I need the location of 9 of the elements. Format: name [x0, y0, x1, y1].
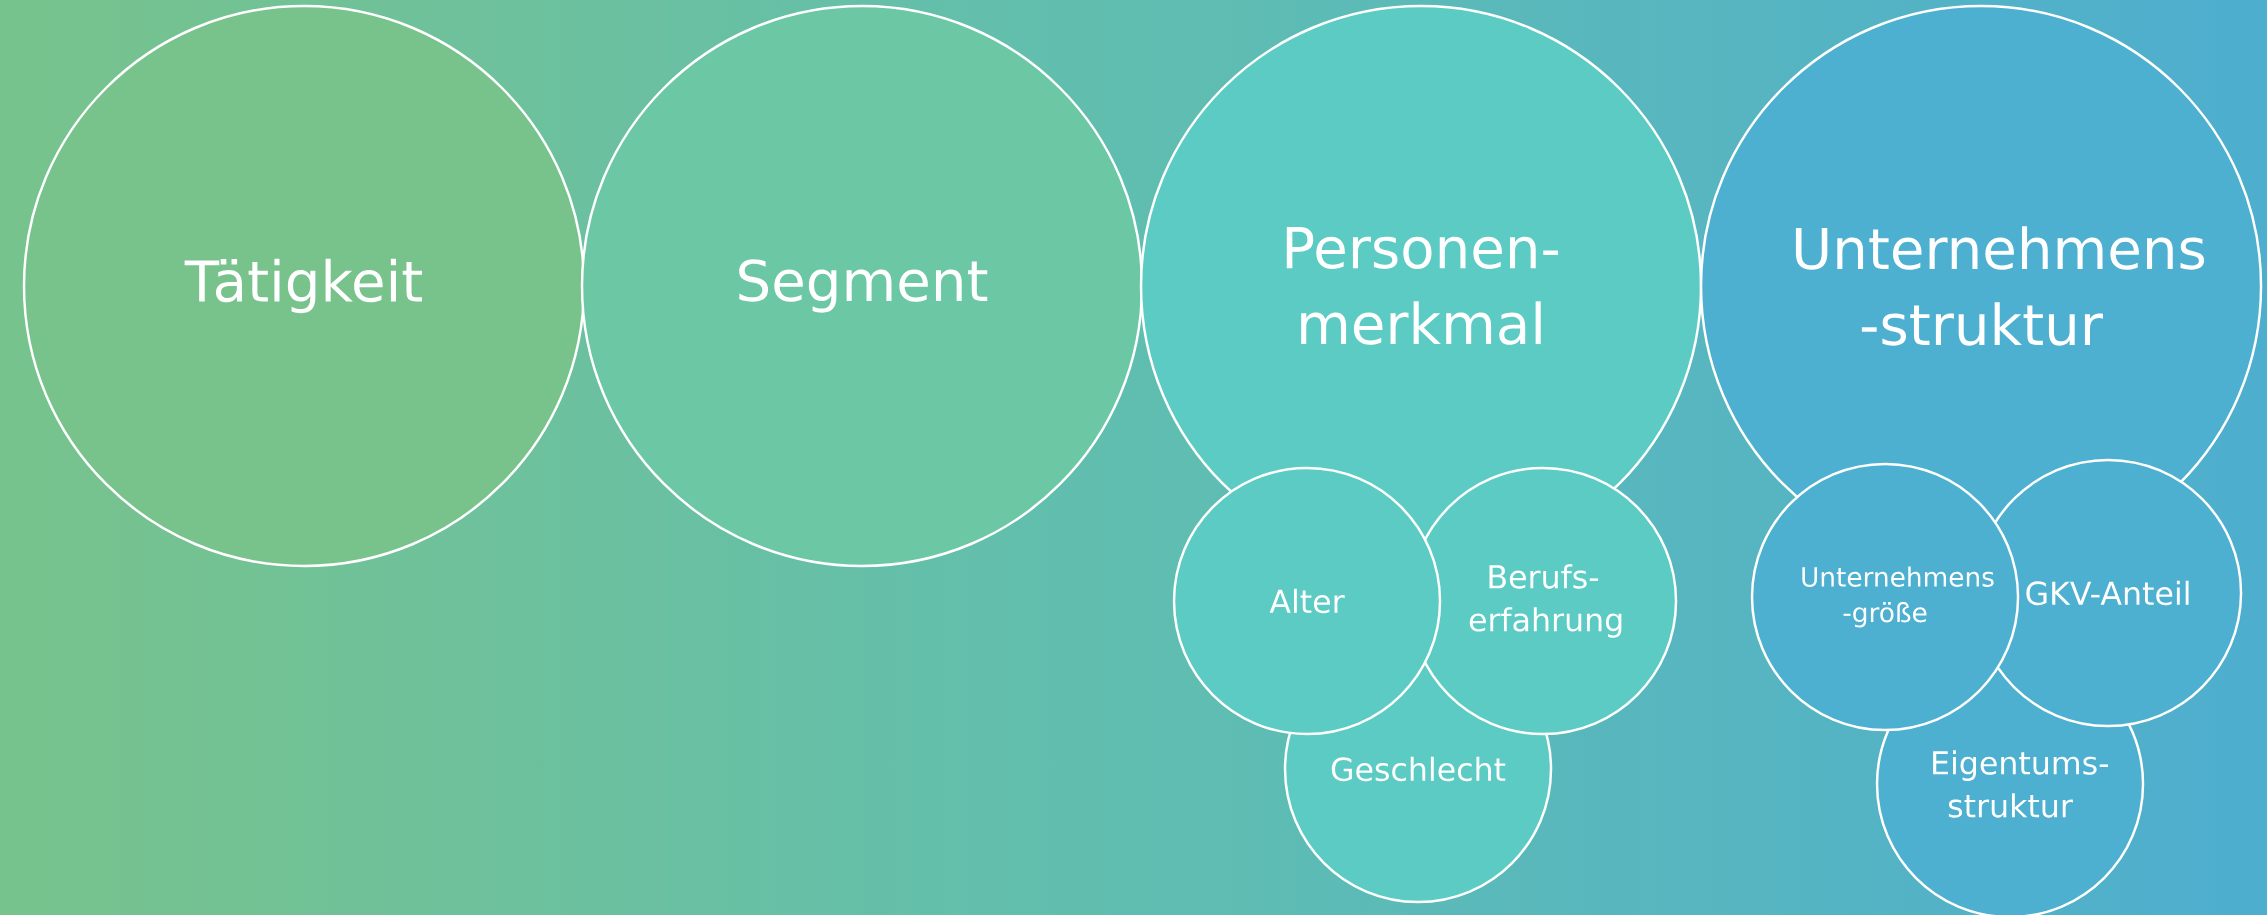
bubble: Tätigkeit: [22, 4, 586, 568]
bubble: Berufs- erfahrung: [1408, 466, 1678, 736]
bubble: Unternehmens -größe: [1750, 462, 2020, 732]
node-label: GKV-Anteil: [2026, 580, 2189, 606]
bubble: Alter: [1172, 466, 1442, 736]
bubble: Segment: [580, 4, 1144, 568]
node-label: Eigentums- struktur: [1933, 750, 2109, 818]
node-label: Geschlecht: [1331, 756, 1506, 782]
node-label: Unternehmens -struktur: [1795, 226, 2205, 346]
